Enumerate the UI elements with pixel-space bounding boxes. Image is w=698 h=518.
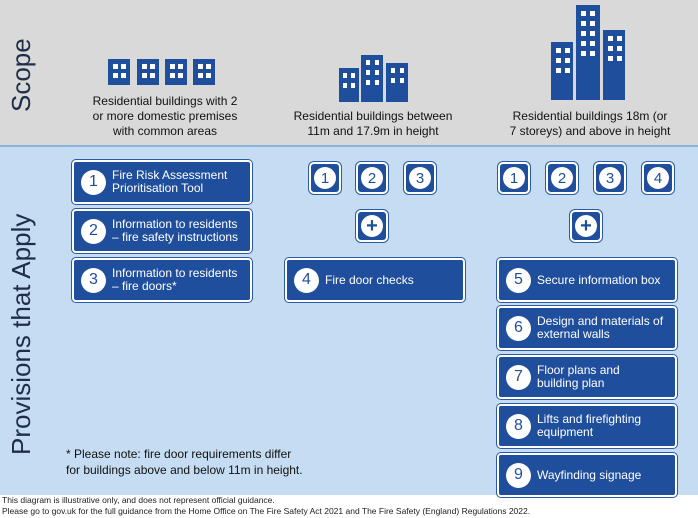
provision-box-5: 5 Secure information box xyxy=(497,258,677,302)
caption-high-rise: Residential buildings 18m (or 7 storeys)… xyxy=(509,109,671,138)
provision-box-2: 2 Information to residents– fire safety … xyxy=(72,209,252,253)
number-badge: 3 xyxy=(81,267,106,293)
provision-ref-3: 3 xyxy=(594,162,626,194)
provisions-label: Provisions that Apply xyxy=(6,213,36,455)
disclaimer-text: This diagram is illustrative only, and d… xyxy=(2,495,275,505)
provision-ref-1: 1 xyxy=(309,162,341,194)
provision-ref-2: 2 xyxy=(546,162,578,194)
provision-ref-4: 4 xyxy=(642,162,674,194)
fire-door-note: * Please note: fire door requirements di… xyxy=(66,447,303,477)
number-badge: 2 xyxy=(81,218,106,244)
number-badge: 7 xyxy=(506,364,531,390)
number-badge: 1 xyxy=(81,169,106,195)
provision-box-4: 4 Fire door checks xyxy=(285,258,465,302)
caption-mid-rise: Residential buildings between 11m and 17… xyxy=(293,109,453,138)
plus-icon: + xyxy=(356,210,388,242)
number-badge: 4 xyxy=(294,267,319,293)
provision-box-3: 3 Information to residents– fire doors* xyxy=(72,258,252,302)
caption-low-rise: Residential buildings with 2 or more dom… xyxy=(92,94,238,138)
provision-ref-3: 3 xyxy=(404,162,436,194)
scope-label: Scope xyxy=(6,38,36,112)
number-badge: 9 xyxy=(506,462,531,488)
provision-box-9: 9 Wayfinding signage xyxy=(497,453,677,497)
plus-icon: + xyxy=(570,210,602,242)
number-badge: 6 xyxy=(506,315,531,341)
provision-ref-2: 2 xyxy=(356,162,388,194)
number-badge: 5 xyxy=(506,267,531,293)
provision-ref-1: 1 xyxy=(498,162,530,194)
guidance-text: Please go to gov.uk for the full guidanc… xyxy=(2,506,531,516)
number-badge: 8 xyxy=(506,413,531,439)
